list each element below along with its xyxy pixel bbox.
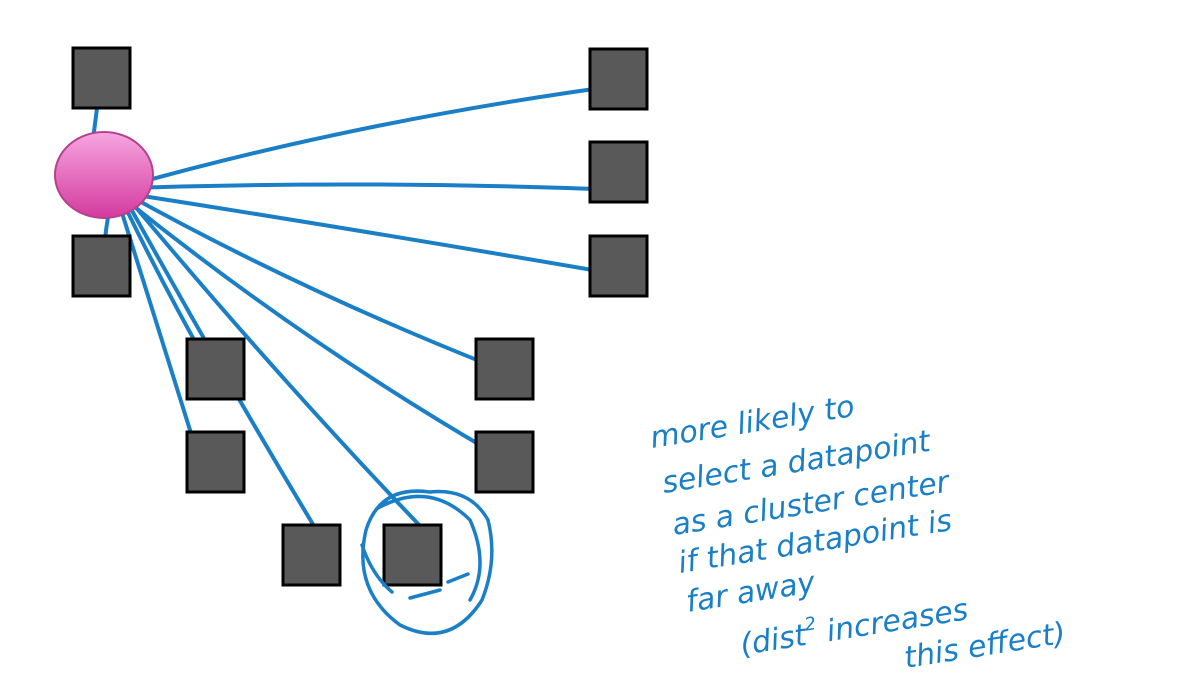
- datapoint-left: [71, 234, 132, 298]
- datapoint-top-left: [71, 46, 132, 110]
- distance-line-inner-left-lower: [116, 198, 202, 464]
- selection-circle: [360, 489, 494, 636]
- distance-line-right-middle: [128, 182, 624, 192]
- annotation: more likely to select a datapoint as a c…: [648, 389, 1068, 676]
- datapoint-bottom-circled: [382, 523, 443, 587]
- datapoint-right-middle: [588, 140, 649, 204]
- distance-line-inner-right-upper: [128, 194, 494, 368]
- cluster-center: [54, 131, 154, 219]
- datapoint-right-lower: [588, 234, 649, 298]
- distance-lines: [90, 82, 632, 538]
- datapoint-right-top: [588, 47, 649, 111]
- datapoint-inner-left-lower: [185, 430, 246, 494]
- datapoint-bottom-middle: [281, 523, 342, 587]
- datapoints: [71, 46, 649, 587]
- distance-line-right-top: [118, 82, 632, 190]
- annotation-line-6-prefix: (dist: [738, 618, 810, 663]
- distance-line-bottom-circled: [126, 196, 426, 532]
- annotation-line-6-sup: 2: [803, 613, 818, 636]
- distance-line-inner-right-lower: [124, 198, 494, 454]
- distance-line-right-lower: [128, 192, 606, 274]
- datapoint-inner-left-upper: [185, 337, 246, 401]
- datapoint-inner-right-upper: [474, 337, 535, 401]
- datapoint-inner-right-lower: [474, 430, 535, 494]
